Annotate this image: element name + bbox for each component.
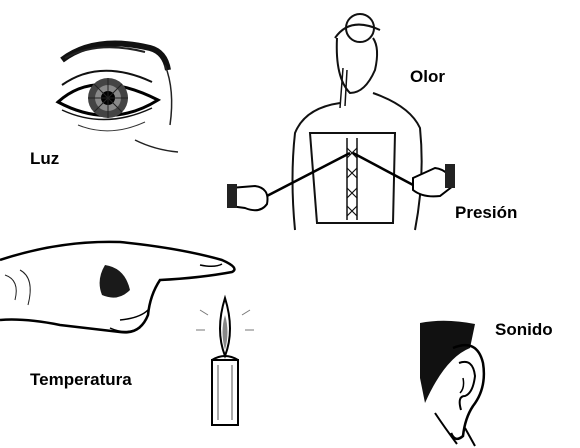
label-sound: Sonido <box>495 320 553 340</box>
back-pressure-illustration <box>225 8 465 230</box>
hand-candle-illustration <box>0 220 270 425</box>
label-pressure: Presión <box>455 203 517 223</box>
ear-illustration <box>415 318 495 446</box>
label-light: Luz <box>30 149 59 169</box>
label-temperature: Temperatura <box>30 370 132 390</box>
label-smell: Olor <box>410 67 445 87</box>
eye-illustration <box>40 30 180 160</box>
